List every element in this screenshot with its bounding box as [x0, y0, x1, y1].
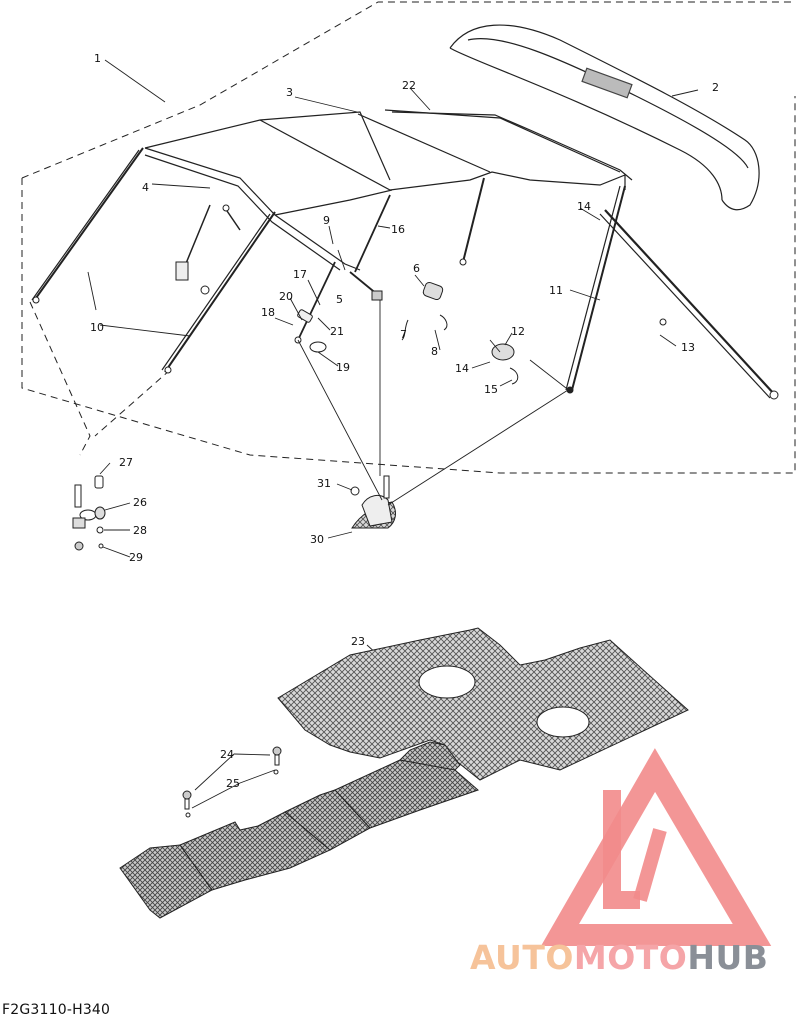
callout-leaders — [87, 59, 699, 809]
callout-13: 13 — [681, 341, 695, 354]
callout-12: 12 — [511, 325, 525, 338]
callout-19: 19 — [336, 361, 350, 374]
callout-labels: 1 2 3 22 4 14 9 16 6 17 5 11 20 18 21 7 … — [90, 52, 719, 790]
callout-30: 30 — [310, 533, 324, 546]
callout-21: 21 — [330, 325, 344, 338]
callout-5: 5 — [336, 293, 343, 306]
callout-2: 2 — [712, 81, 719, 94]
callout-9: 9 — [323, 214, 330, 227]
callout-28: 28 — [133, 524, 147, 537]
callout-8: 8 — [431, 345, 438, 358]
diagram-code: F2G3110-H340 — [2, 1002, 111, 1018]
callout-4: 4 — [142, 181, 149, 194]
brand-hub: HUB — [687, 938, 769, 977]
hardware-group-26-29 — [72, 475, 106, 551]
callout-25: 25 — [226, 777, 240, 790]
visor-part-2 — [449, 24, 760, 211]
callout-14b: 14 — [455, 362, 469, 375]
callout-6: 6 — [413, 262, 420, 275]
callout-20: 20 — [279, 290, 293, 303]
leader-lines-base — [297, 300, 569, 506]
watermark-brand-text: AUTOMOTOHUB — [470, 938, 768, 977]
assembly-boundary — [21, 1, 796, 474]
callout-26: 26 — [133, 496, 147, 509]
callout-10: 10 — [90, 321, 104, 334]
callout-29: 29 — [129, 551, 143, 564]
callout-22: 22 — [402, 79, 416, 92]
brand-moto: MOTO — [573, 938, 688, 977]
floor-mat-23 — [277, 627, 689, 781]
callout-7: 7 — [400, 328, 407, 341]
callout-16: 16 — [391, 223, 405, 236]
brand-auto: AUTO — [470, 938, 574, 977]
callout-18: 18 — [261, 306, 275, 319]
canopy-frame — [31, 109, 776, 399]
floor-mat-sections — [119, 741, 479, 919]
mat-fasteners-24-25 — [182, 746, 282, 818]
callout-3: 3 — [286, 86, 293, 99]
callout-23: 23 — [351, 635, 365, 648]
callout-27: 27 — [119, 456, 133, 469]
callout-11: 11 — [549, 284, 563, 297]
callout-14a: 14 — [577, 200, 591, 213]
base-bracket-30 — [350, 475, 396, 529]
callout-24: 24 — [220, 748, 234, 761]
hardware-details — [32, 204, 779, 400]
callout-15: 15 — [484, 383, 498, 396]
callout-31: 31 — [317, 477, 331, 490]
watermark-logo — [540, 748, 772, 946]
callout-1: 1 — [94, 52, 101, 65]
callout-17: 17 — [293, 268, 307, 281]
